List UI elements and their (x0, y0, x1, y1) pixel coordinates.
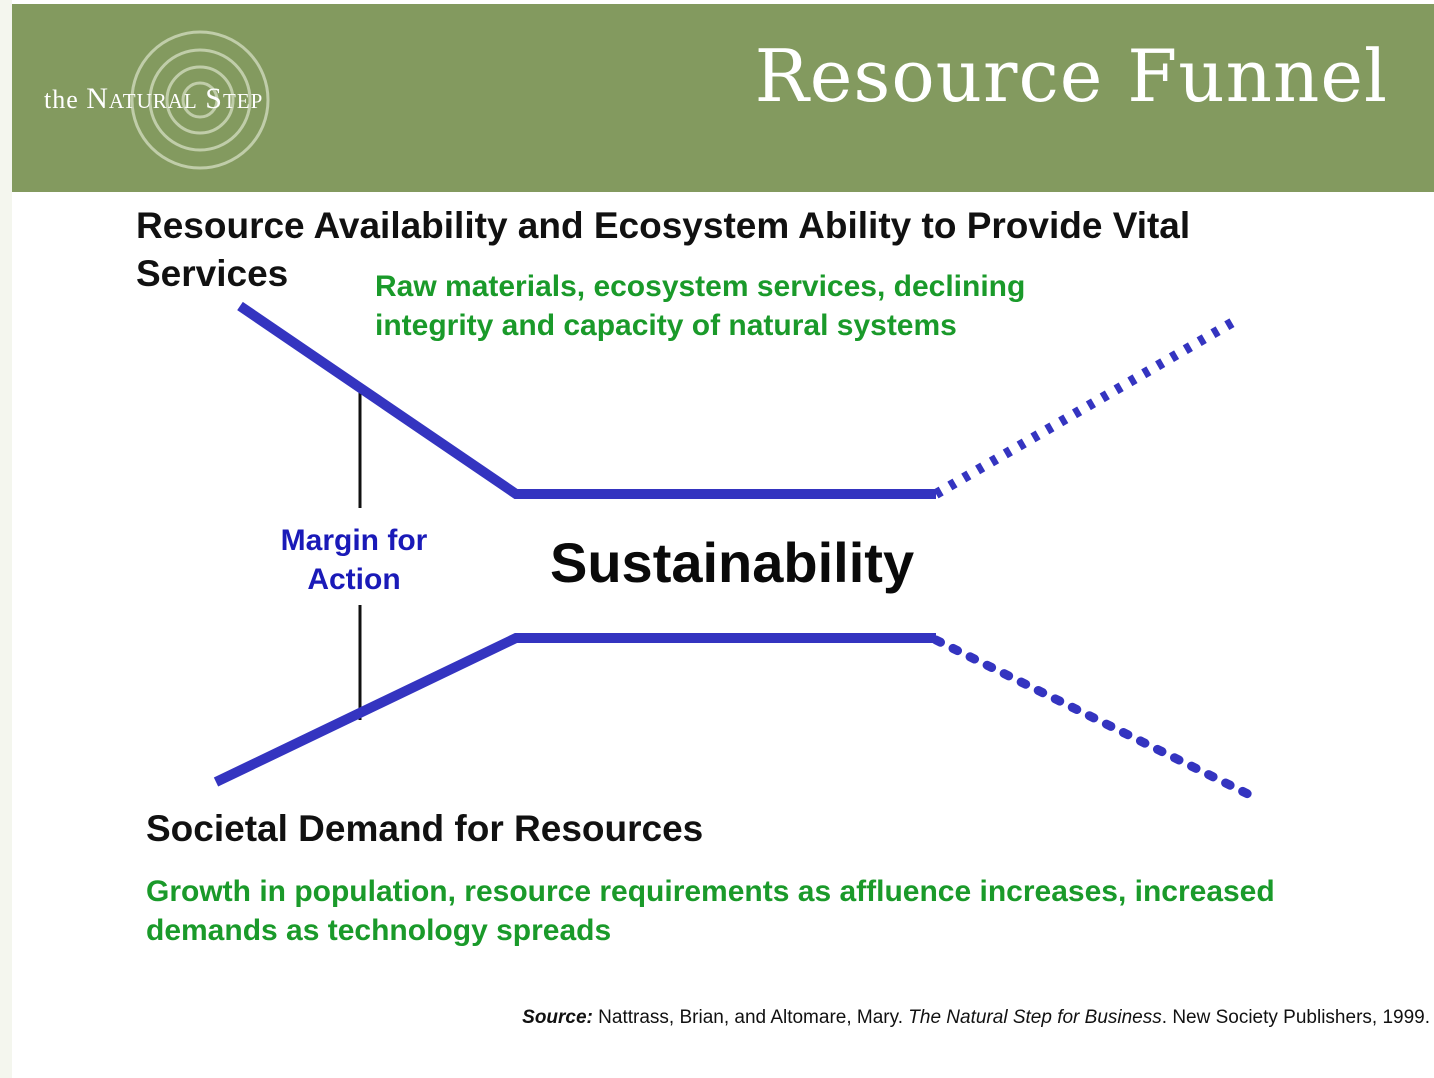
page-title: Resource Funnel (754, 34, 1388, 118)
logo-natural: Natural (86, 82, 198, 115)
source-book: The Natural Step for Business (908, 1007, 1162, 1028)
source-authors: Nattrass, Brian, and Altomare, Mary. (598, 1007, 903, 1028)
societal-demand-line (213, 633, 936, 787)
logo-the: the (44, 85, 79, 114)
source-publisher: New Society Publishers, 1999. (1172, 1007, 1430, 1028)
resource-availability-line (237, 301, 936, 499)
societal-demand-future-line (931, 635, 1261, 803)
source-label: Source: (522, 1007, 593, 1028)
top-heading: Resource Availability and Ecosystem Abil… (136, 205, 1191, 294)
source-citation: Source: Nattrass, Brian, and Altomare, M… (522, 1007, 1430, 1028)
logo-step: Step (205, 82, 264, 115)
bottom-detail: Growth in population, resource requireme… (146, 875, 1275, 947)
center-label: Sustainability (550, 531, 915, 594)
natural-step-logo-icon (130, 30, 270, 170)
logo-text: the Natural Step (44, 82, 263, 116)
bottom-heading: Societal Demand for Resources (146, 808, 704, 849)
resource-availability-future-line (933, 313, 1243, 499)
top-detail: Raw materials, ecosystem services, decli… (375, 270, 1026, 342)
margin-label: Margin for Action (280, 524, 428, 596)
